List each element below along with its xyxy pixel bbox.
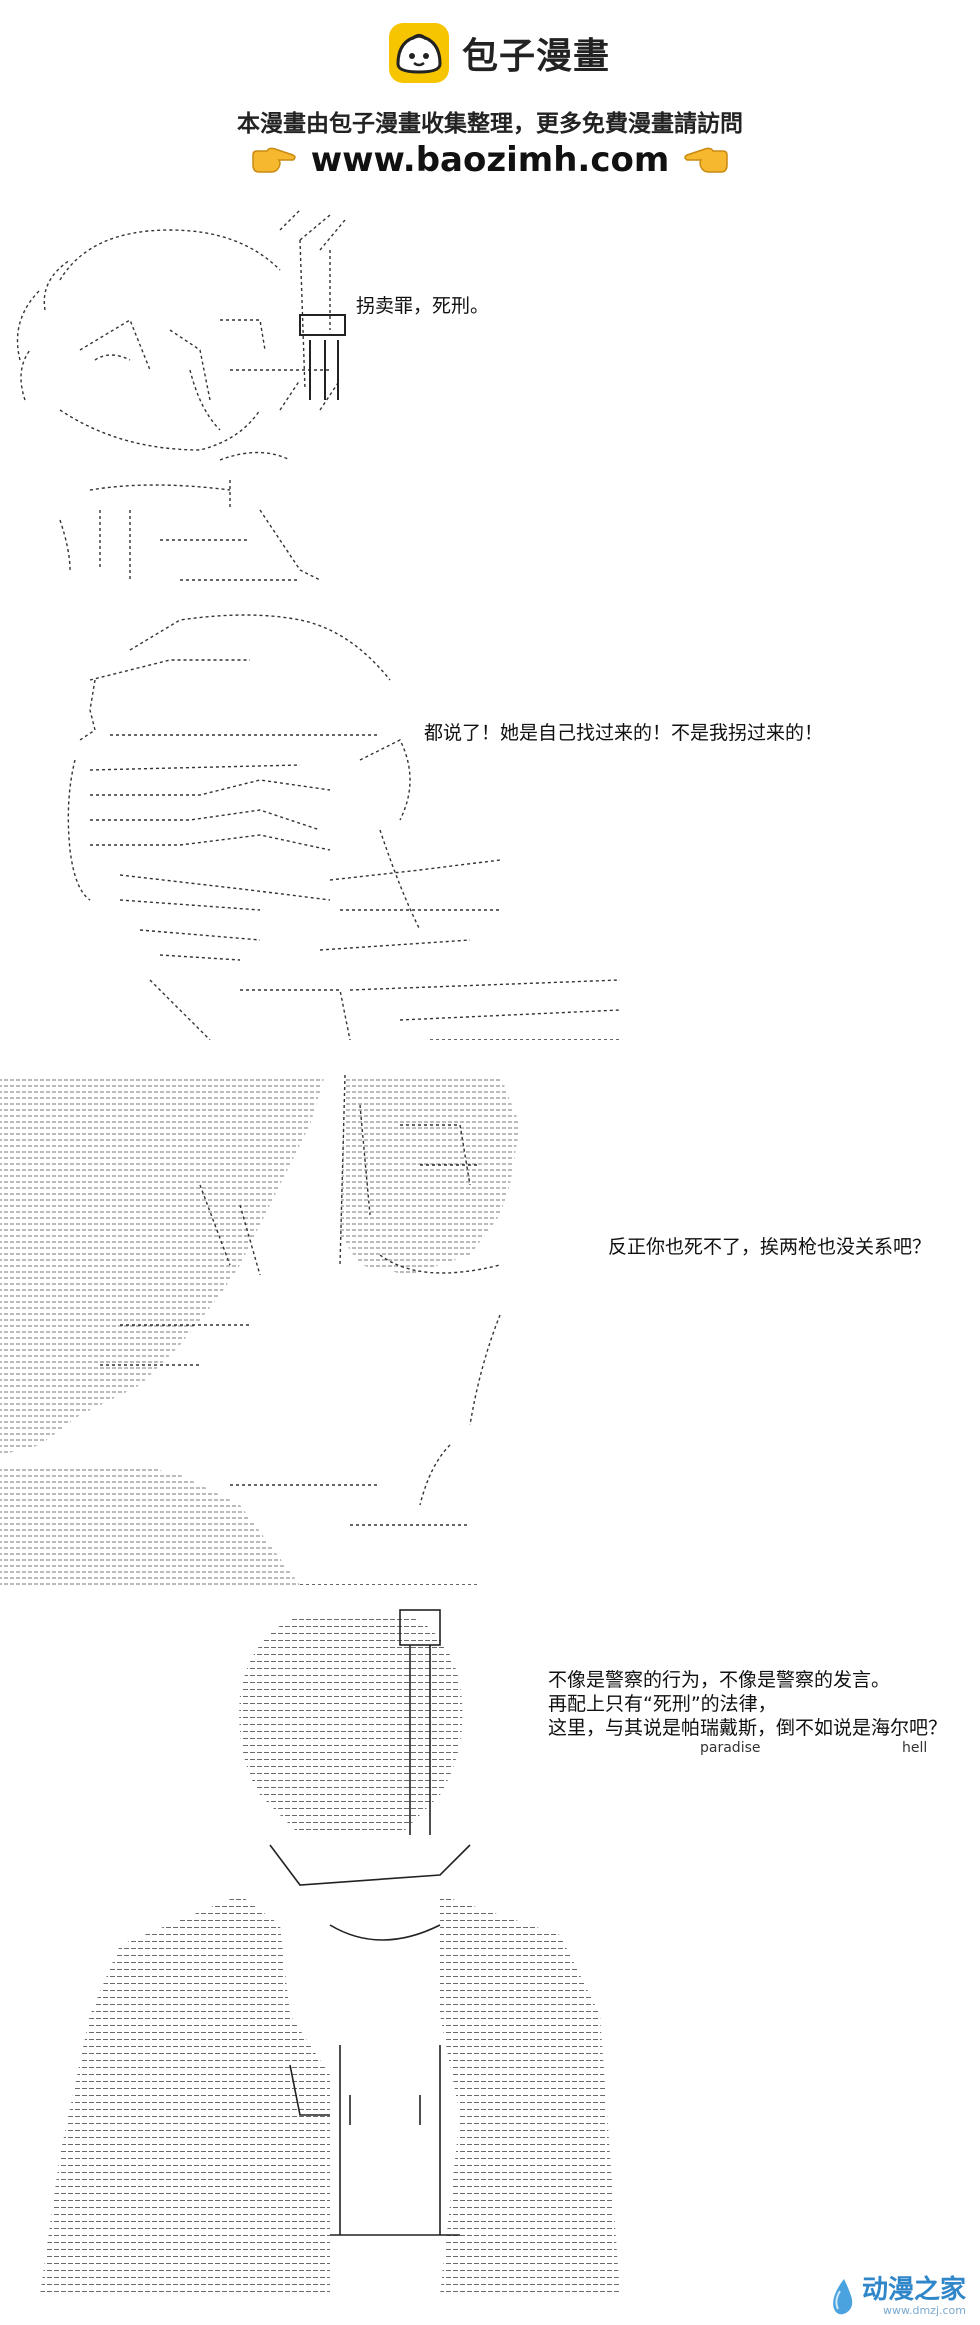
ruby-hell: hell xyxy=(902,1740,928,1756)
brand-name: 包子漫畫 xyxy=(462,36,611,77)
watermark-url: www.dmzj.com xyxy=(883,2304,966,2317)
panel-1-dialogue: 拐卖罪，死刑。 xyxy=(356,295,490,317)
panel-4-ascii-art xyxy=(40,1609,620,2295)
bun-logo-icon xyxy=(389,23,449,83)
panel-4-line-3: 这里，与其说是帕瑞戴斯，倒不如说是海尔吧？ xyxy=(548,1717,948,1739)
pointing-hand-right-icon xyxy=(251,147,296,173)
panel-3-ascii-art xyxy=(0,1074,520,1585)
site-header: 包子漫畫 本漫畫由包子漫畫收集整理，更多免費漫畫請訪問 www.baozimh.… xyxy=(0,0,980,210)
brand-logo[interactable]: 包子漫畫 xyxy=(388,22,610,84)
panel-4-line-2: 再配上只有“死刑”的法律， xyxy=(548,1693,777,1715)
url-row: www.baozimh.com xyxy=(0,140,980,180)
notice-text: 本漫畫由包子漫畫收集整理，更多免費漫畫請訪問 xyxy=(237,111,743,137)
dmzj-watermark: 动漫之家 www.dmzj.com xyxy=(826,2276,966,2317)
water-drop-icon xyxy=(833,2279,853,2315)
panel-1-ascii-art xyxy=(16,210,346,581)
panel-2-dialogue: 都说了！她是自己找过来的！不是我拐过来的！ xyxy=(424,722,824,744)
site-url-link[interactable]: www.baozimh.com xyxy=(310,140,670,180)
panel-3-dialogue: 反正你也死不了，挨两枪也没关系吧？ xyxy=(608,1236,932,1258)
panel-2-ascii-art xyxy=(67,614,621,1040)
pointing-hand-left-icon xyxy=(684,147,729,173)
ruby-paradise: paradise xyxy=(700,1740,761,1756)
panel-4-line-1: 不像是警察的行为，不像是警察的发言。 xyxy=(548,1669,891,1691)
panel-4-dialogue-block: 不像是警察的行为，不像是警察的发言。 再配上只有“死刑”的法律， 这里，与其说是… xyxy=(548,1668,947,1740)
watermark-name: 动漫之家 xyxy=(861,2275,966,2305)
